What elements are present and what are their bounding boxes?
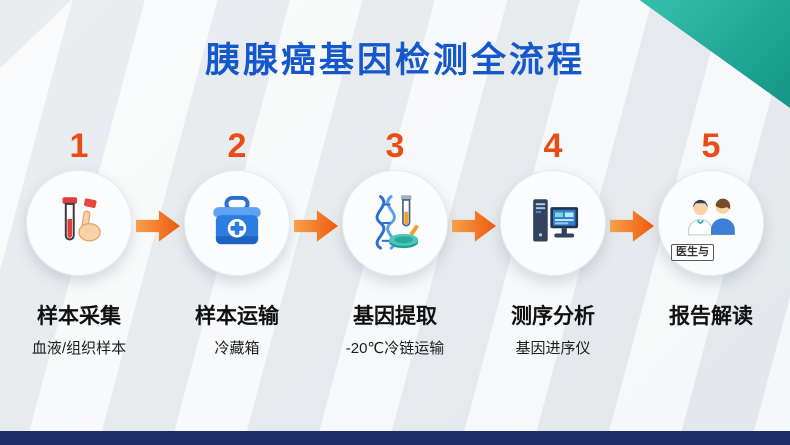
process-steps-row: 1 样本采集 血液/组织样本 2 [0, 126, 790, 357]
step-number: 2 [227, 127, 247, 165]
step-label: 测序分析 [511, 305, 595, 328]
step-icon-circle [500, 170, 606, 276]
sequencer-computer-icon [533, 199, 579, 242]
step-sample-collection: 1 样本采集 血液/组织样本 [0, 126, 158, 357]
step-number: 1 [69, 127, 89, 165]
step-label: 样本采集 [37, 305, 121, 328]
step-number: 3 [385, 127, 405, 165]
step-sequencing-analysis: 4 测序分析 基因进序仪 [474, 126, 632, 357]
page-title: 胰腺癌基因检测全流程 [204, 41, 585, 80]
step-number: 4 [543, 127, 563, 165]
step-icon-circle [184, 170, 290, 276]
step-label: 样本运输 [195, 305, 279, 328]
step-report-interpretation: 5 医生与 报告解读 [632, 126, 790, 355]
bottom-navy-bar [0, 431, 790, 445]
step-icon-circle [342, 170, 448, 276]
step-icon-circle [26, 170, 132, 276]
doctor-patient-icon [687, 198, 735, 236]
step-sublabel: 基因进序仪 [515, 340, 591, 357]
step-icon-circle: 医生与 [658, 170, 764, 276]
step-number: 5 [701, 127, 721, 165]
step-sublabel: -20℃冷链运输 [345, 340, 445, 357]
step-label: 报告解读 [669, 305, 753, 328]
blood-sample-icon [62, 197, 101, 242]
step-sample-transport: 2 样本运输 冷藏箱 [158, 126, 316, 357]
doctor-sign-label: 医生与 [671, 244, 714, 261]
dna-extraction-icon [375, 195, 419, 250]
step-label: 基因提取 [353, 305, 437, 328]
cooler-box-icon [213, 195, 261, 245]
step-gene-extraction: 3 基因提取 -20℃冷链运输 [316, 126, 474, 357]
step-sublabel: 血液/组织样本 [31, 340, 127, 357]
step-sublabel: 冷藏箱 [214, 340, 260, 357]
